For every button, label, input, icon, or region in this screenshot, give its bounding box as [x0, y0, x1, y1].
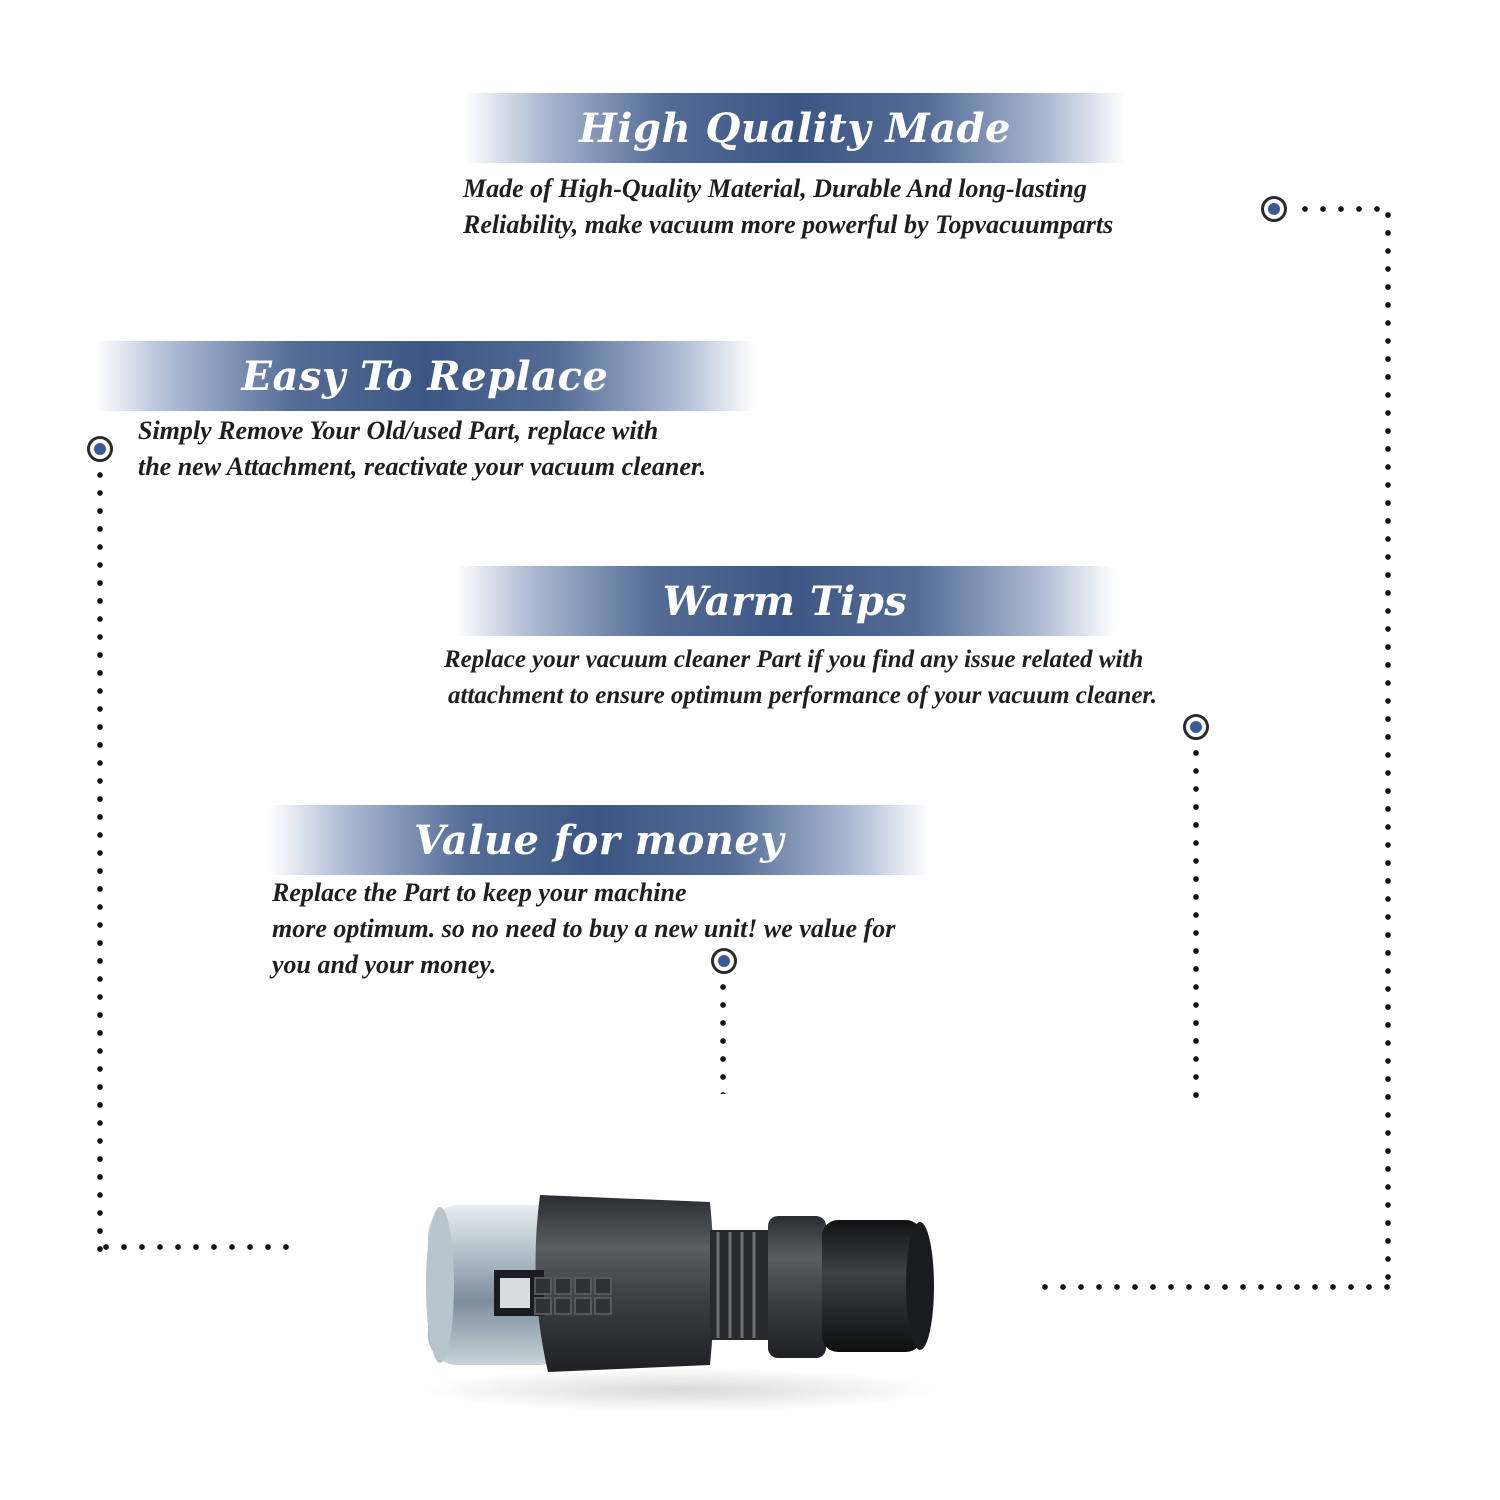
- description-line: Reliability, make vacuum more powerful b…: [463, 210, 1114, 239]
- description-line: the new Attachment, reactivate your vacu…: [138, 452, 707, 481]
- section-description: Replace your vacuum cleaner Part if you …: [444, 642, 1157, 714]
- description-line: attachment to ensure optimum performance…: [448, 682, 1158, 709]
- section-description: Replace the Part to keep your machine mo…: [272, 875, 895, 983]
- banner-high-quality-made: High Quality Made: [465, 93, 1125, 163]
- section-title: Warm Tips: [662, 577, 908, 625]
- dotted-connector: [720, 978, 726, 1094]
- dotted-connector: [97, 466, 103, 1252]
- description-line: you and your money.: [272, 950, 497, 979]
- dotted-connector: [1296, 206, 1392, 212]
- description-line: Simply Remove Your Old/used Part, replac…: [138, 416, 659, 445]
- section-description: Made of High-Quality Material, Durable A…: [463, 171, 1113, 243]
- vacuum-attachment-image: [420, 1195, 940, 1412]
- banner-warm-tips: Warm Tips: [455, 566, 1115, 636]
- description-line: more optimum. so no need to buy a new un…: [272, 914, 896, 943]
- description-line: Replace the Part to keep your machine: [272, 878, 687, 907]
- bullet-marker-icon: [711, 948, 737, 974]
- description-line: Replace your vacuum cleaner Part if you …: [444, 646, 1144, 673]
- description-line: Made of High-Quality Material, Durable A…: [463, 174, 1087, 203]
- section-title: High Quality Made: [579, 104, 1011, 152]
- section-title: Easy To Replace: [241, 352, 609, 400]
- bullet-marker-icon: [87, 436, 113, 462]
- banner-value-for-money: Value for money: [269, 805, 929, 875]
- dotted-connector: [97, 1244, 301, 1250]
- dotted-connector: [1193, 744, 1199, 1108]
- bullet-marker-icon: [1261, 196, 1287, 222]
- section-title: Value for money: [413, 816, 785, 864]
- banner-easy-to-replace: Easy To Replace: [95, 341, 755, 411]
- dotted-connector: [1036, 1284, 1392, 1290]
- bullet-marker-icon: [1183, 714, 1209, 740]
- section-description: Simply Remove Your Old/used Part, replac…: [138, 413, 706, 485]
- dotted-connector: [1385, 206, 1391, 1290]
